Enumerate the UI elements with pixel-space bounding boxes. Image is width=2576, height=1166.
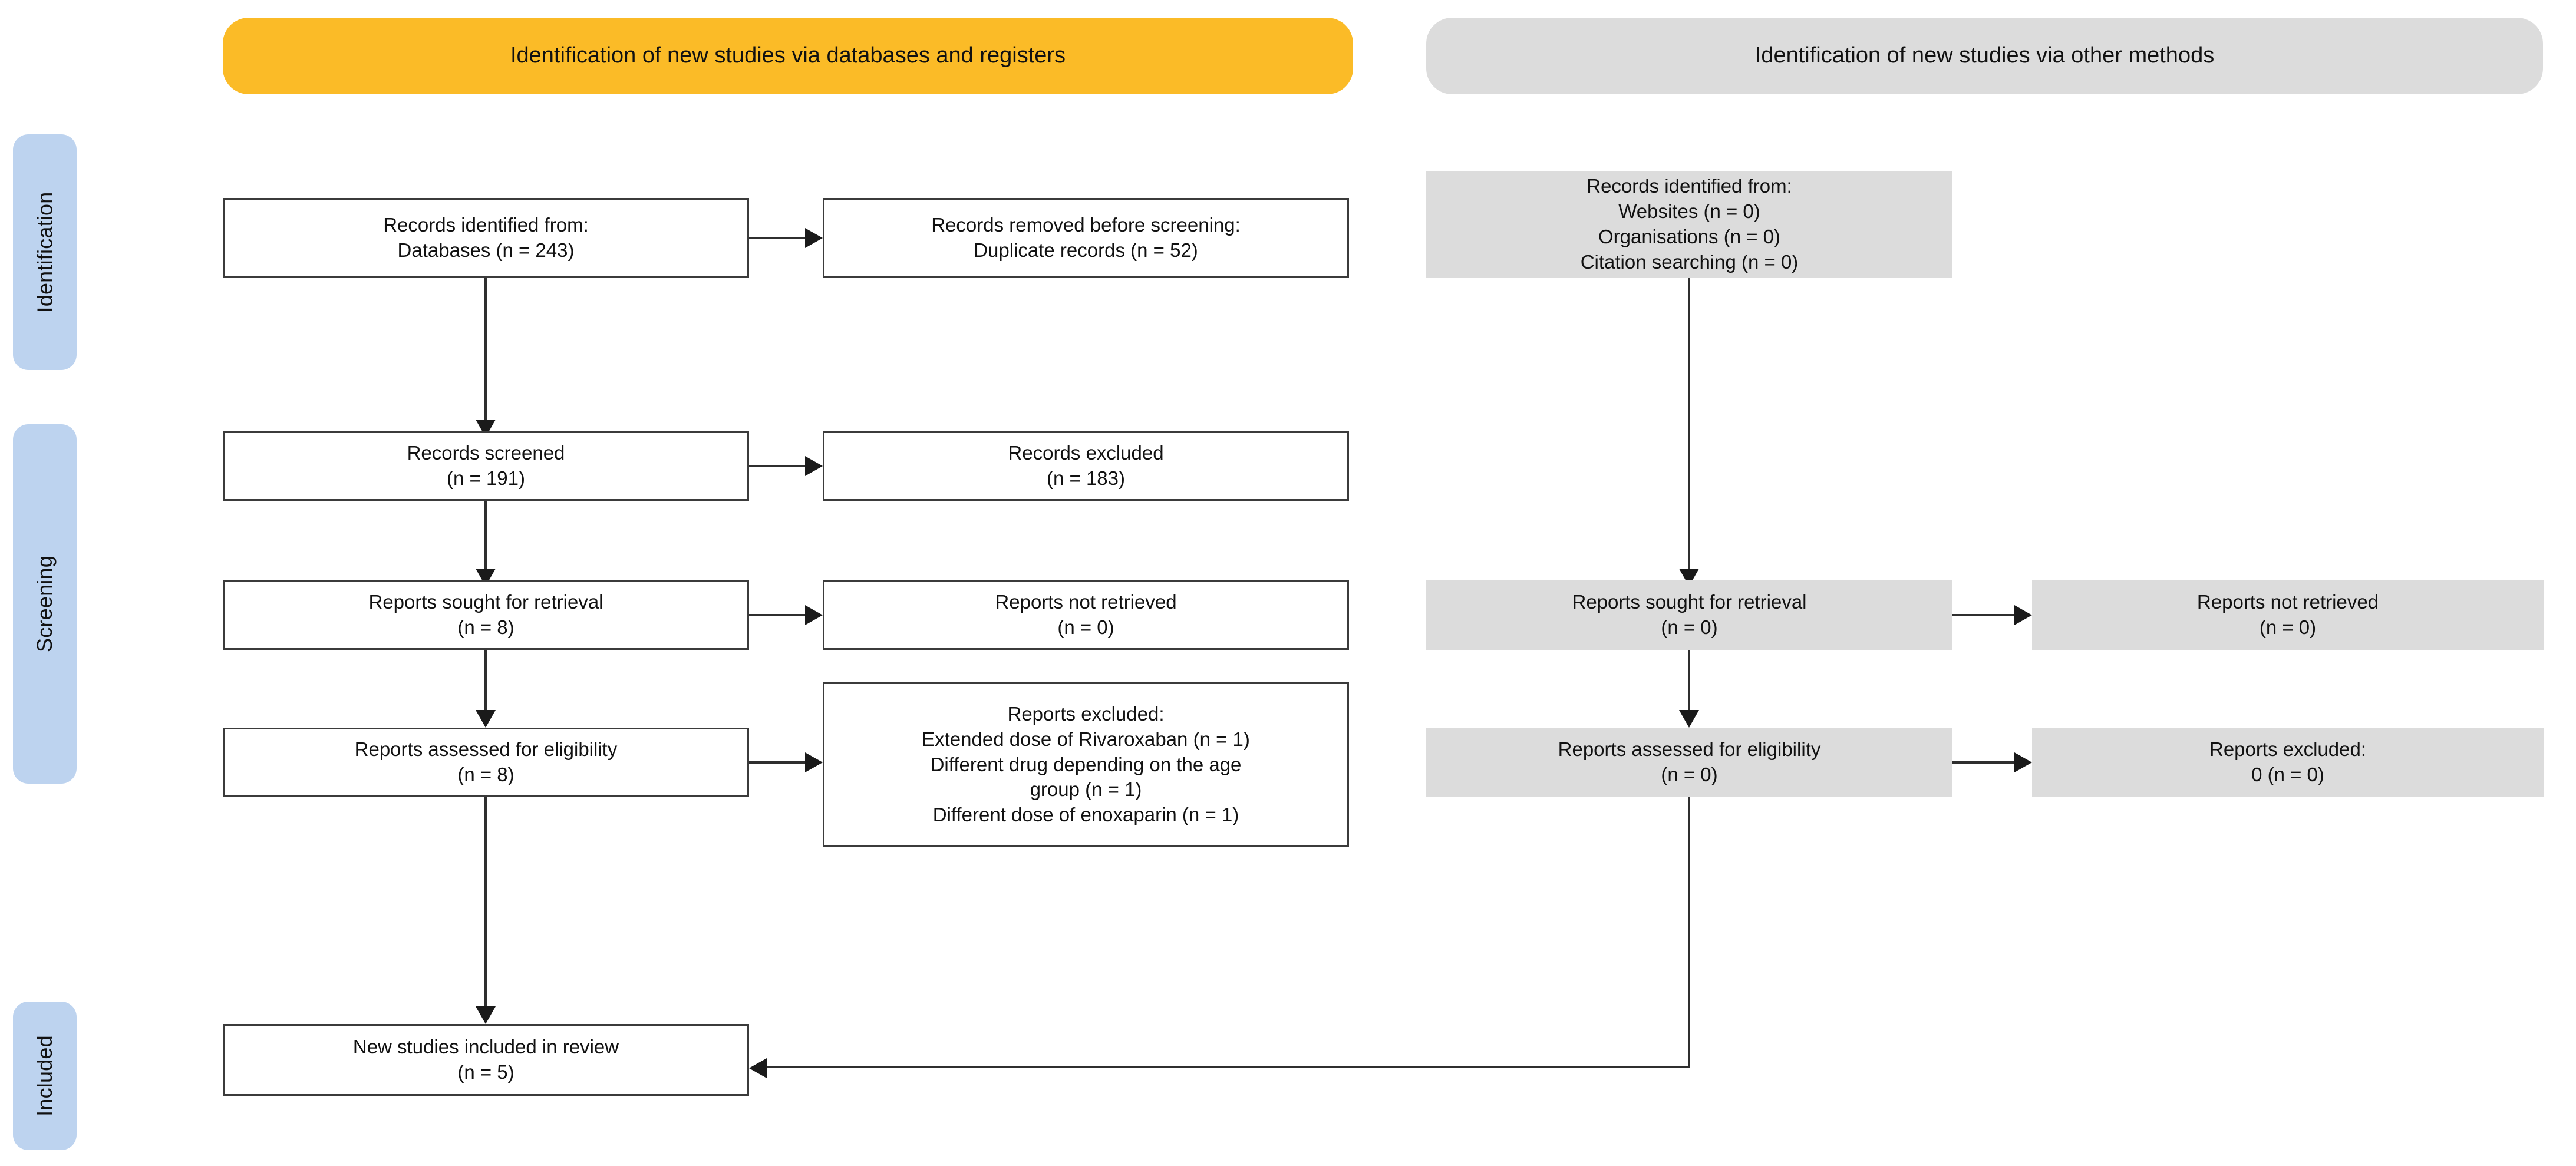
node-line: New studies included in review (352, 1036, 619, 1058)
node-line: Different drug depending on the age (930, 753, 1242, 775)
arrowhead-down-icon (1679, 710, 1699, 728)
node-line: Records identified from: (383, 214, 589, 236)
phase-label-identification: Identification (32, 191, 57, 313)
connector-identified-to-screened (484, 278, 487, 420)
arrowhead-right-icon (805, 456, 823, 476)
node-line: Reports sought for retrieval (368, 591, 603, 613)
node-line: (n = 0) (2259, 616, 2317, 638)
node-line: (n = 8) (457, 764, 514, 785)
node-line: Extended dose of Rivaroxaban (n = 1) (922, 728, 1250, 750)
node-line: Duplicate records (n = 52) (974, 239, 1198, 261)
node-line: Records removed before screening: (931, 214, 1241, 236)
node-line: Reports assessed for eligibility (354, 738, 618, 761)
connector-assessed-to-included (484, 797, 487, 1012)
connector-other-identified-to-sought (1688, 278, 1690, 574)
node-line: Databases (n = 243) (397, 239, 575, 261)
node-new-studies-included-in-review: New studies included in review (n = 5) (223, 1024, 749, 1096)
phase-label-included: Included (32, 1035, 57, 1117)
connector-other-assessed-to-excluded (1952, 761, 2014, 764)
node-records-identified-databases: Records identified from: Databases (n = … (223, 198, 749, 278)
node-line: (n = 0) (1661, 764, 1718, 785)
connector-other-to-included (767, 1066, 1690, 1068)
node-line: Reports excluded: (1007, 702, 1165, 725)
node-records-identified-other-methods: Records identified from: Websites (n = 0… (1426, 171, 1952, 278)
connector-other-sought-to-assessed (1688, 650, 1690, 716)
node-line: Websites (n = 0) (1618, 200, 1760, 223)
connector-screened-to-sought (484, 501, 487, 574)
arrowhead-right-icon (805, 605, 823, 625)
phase-rail-included: Included (13, 1002, 77, 1150)
node-line: group (n = 1) (1030, 778, 1142, 801)
node-line: Reports not retrieved (995, 591, 1177, 613)
phase-label-screening: Screening (32, 556, 57, 652)
connector-identified-to-removed (749, 237, 805, 239)
connector-other-sought-to-not-retrieved (1952, 614, 2014, 616)
node-line: Records screened (407, 442, 565, 464)
connector-other-assessed-down (1688, 797, 1690, 1068)
node-other-reports-excluded: Reports excluded: 0 (n = 0) (2032, 728, 2544, 797)
node-line: (n = 0) (1661, 616, 1718, 638)
node-line: 0 (n = 0) (2251, 764, 2324, 785)
arrowhead-down-icon (476, 710, 496, 728)
connector-assessed-to-excluded (749, 761, 805, 764)
node-line: Records identified from: (1587, 175, 1792, 197)
banner-databases-and-registers: Identification of new studies via databa… (223, 18, 1353, 94)
node-other-reports-sought-for-retrieval: Reports sought for retrieval (n = 0) (1426, 580, 1952, 650)
node-other-reports-not-retrieved: Reports not retrieved (n = 0) (2032, 580, 2544, 650)
node-line: Reports excluded: (2209, 738, 2366, 761)
node-line: (n = 8) (457, 616, 514, 638)
node-reports-excluded-detail: Reports excluded: Extended dose of Rivar… (823, 682, 1349, 847)
node-line: (n = 0) (1057, 616, 1114, 638)
connector-sought-to-assessed (484, 650, 487, 716)
banner-other-methods-label: Identification of new studies via other … (1754, 43, 2215, 68)
connector-screened-to-excluded (749, 465, 805, 467)
phase-rail-screening: Screening (13, 424, 77, 784)
node-line: Reports assessed for eligibility (1558, 738, 1821, 761)
node-reports-assessed-for-eligibility: Reports assessed for eligibility (n = 8) (223, 728, 749, 797)
node-other-reports-assessed-for-eligibility: Reports assessed for eligibility (n = 0) (1426, 728, 1952, 797)
node-line: Reports not retrieved (2196, 591, 2379, 613)
arrowhead-down-icon (476, 1006, 496, 1024)
banner-other-methods: Identification of new studies via other … (1426, 18, 2543, 94)
arrowhead-right-icon (2014, 752, 2032, 772)
node-line: (n = 183) (1047, 467, 1125, 489)
node-line: Organisations (n = 0) (1598, 226, 1781, 247)
node-line: (n = 5) (457, 1061, 514, 1083)
connector-sought-to-not-retrieved (749, 614, 805, 616)
node-records-excluded: Records excluded (n = 183) (823, 431, 1349, 501)
phase-rail-identification: Identification (13, 134, 77, 370)
node-line: (n = 191) (447, 467, 525, 489)
node-line: Different dose of enoxaparin (n = 1) (932, 804, 1239, 826)
node-records-screened: Records screened (n = 191) (223, 431, 749, 501)
node-reports-sought-for-retrieval: Reports sought for retrieval (n = 8) (223, 580, 749, 650)
arrowhead-right-icon (805, 228, 823, 248)
arrowhead-left-icon (749, 1058, 767, 1078)
node-line: Reports sought for retrieval (1572, 591, 1807, 613)
node-reports-not-retrieved: Reports not retrieved (n = 0) (823, 580, 1349, 650)
banner-databases-label: Identification of new studies via databa… (510, 43, 1066, 68)
node-records-removed-before-screening: Records removed before screening: Duplic… (823, 198, 1349, 278)
arrowhead-right-icon (805, 752, 823, 772)
arrowhead-right-icon (2014, 605, 2032, 625)
node-line: Records excluded (1008, 442, 1164, 464)
node-line: Citation searching (n = 0) (1580, 250, 1799, 273)
